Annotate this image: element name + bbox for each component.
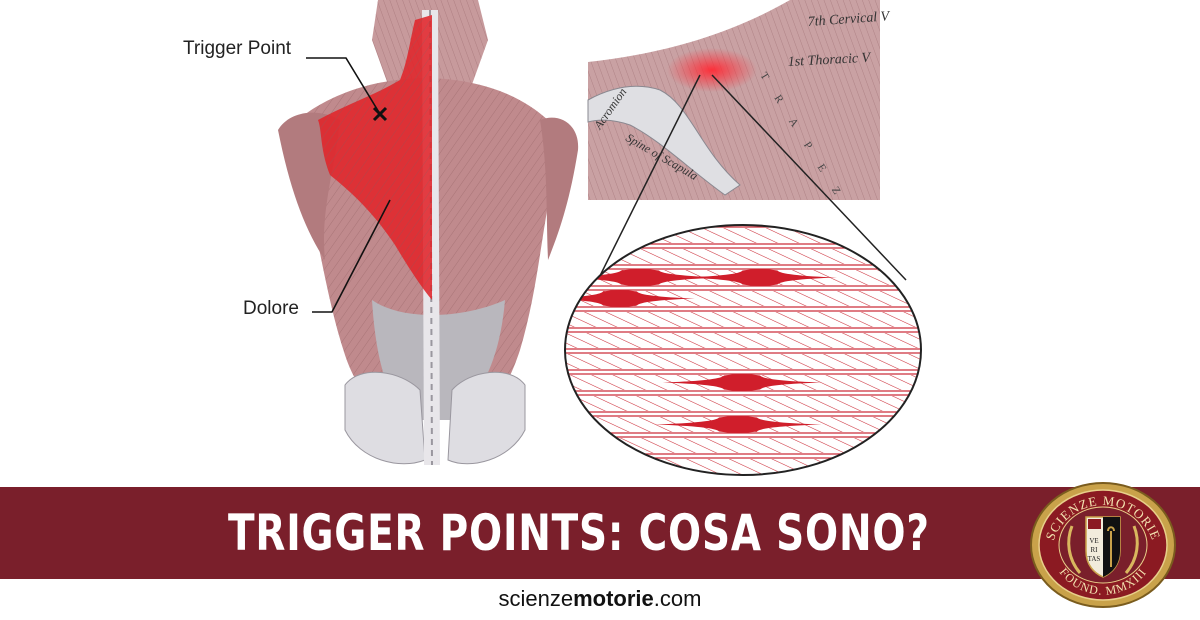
fiber-row (565, 291, 921, 306)
shield-text-1: VE (1089, 537, 1098, 545)
anatomy-illustration: 7th Cervical V 1st Thoracic V Acromion S… (278, 0, 922, 476)
laurel-icon (1067, 525, 1139, 574)
zoom-line-right (711, 74, 907, 281)
trigger-point-hotspot (667, 48, 757, 92)
fiber-row (565, 333, 921, 348)
trigger-point-label: Trigger Point (183, 38, 292, 59)
fiber-row (565, 459, 921, 474)
fiber-row (565, 396, 921, 411)
right-shoulder (540, 117, 579, 260)
fiber-row (565, 249, 921, 264)
back-figure (278, 0, 579, 466)
contraction-knot (654, 416, 822, 433)
trigger-callout-line (306, 57, 381, 115)
contraction-knot (565, 269, 724, 286)
shield-text-3: TAS (1088, 555, 1101, 563)
shield-text-2: RI (1091, 546, 1099, 554)
torch-icon (1107, 526, 1115, 567)
contraction-knot (662, 374, 822, 391)
website-url[interactable]: scienzemotorie.com (0, 586, 1200, 612)
contraction-knot (565, 290, 695, 307)
label-thoracic: 1st Thoracic V (787, 51, 872, 70)
fiber-row (565, 228, 921, 243)
fiber-row (565, 438, 921, 453)
title-banner: TRIGGER POINTS: COSA SONO? (0, 487, 1200, 579)
contraction-knot (683, 269, 837, 286)
scienze-motorie-seal: SCIENZE MOTORIE FOUND. MMXIII VE RI TAS (1030, 482, 1176, 608)
fiber-row (565, 312, 921, 327)
website-prefix: scienze (498, 586, 574, 611)
website-bold: motorie (573, 586, 654, 611)
acromion-bone (587, 85, 741, 196)
page-title: TRIGGER POINTS: COSA SONO? (228, 504, 930, 562)
dolore-label: Dolore (243, 298, 299, 319)
fiber-row (565, 354, 921, 369)
website-suffix: .com (653, 586, 702, 611)
muscle-fiber-magnification (564, 224, 922, 476)
dolore-callout-line (312, 199, 391, 313)
shoulder-detail: 7th Cervical V 1st Thoracic V Acromion S… (587, 0, 891, 214)
label-cervical: 7th Cervical V (807, 9, 891, 30)
